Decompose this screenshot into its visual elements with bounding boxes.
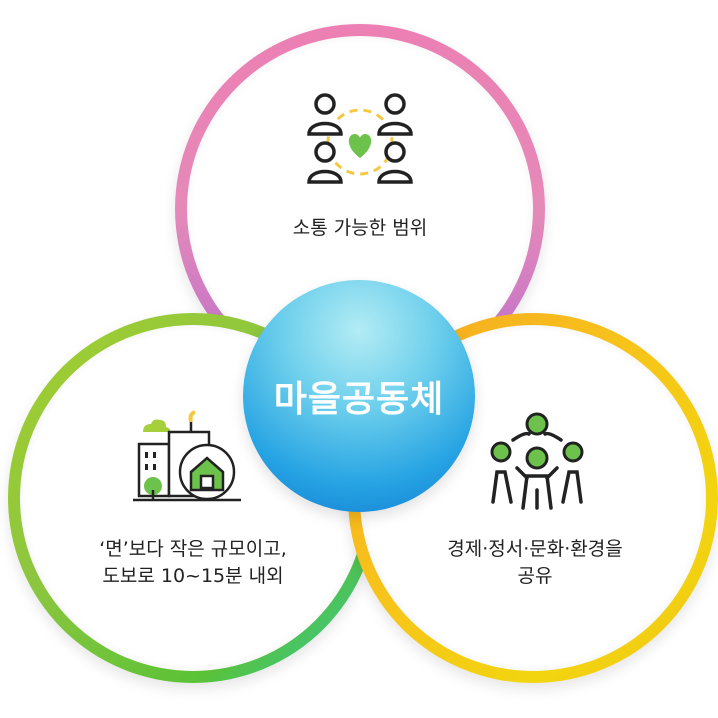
center-circle-village-community: 마을공동체 bbox=[243, 280, 475, 512]
label-scale: ‘면’보다 작은 규모이고, 도보로 10~15분 내외 bbox=[48, 536, 338, 590]
center-title: 마을공동체 bbox=[273, 379, 445, 420]
community-group-icon bbox=[490, 412, 584, 510]
label-scale-line1: ‘면’보다 작은 규모이고, bbox=[99, 538, 287, 560]
label-scale-line2: 도보로 10~15분 내외 bbox=[102, 565, 284, 587]
label-sharing-line1: 경제·정서·문화·환경을 bbox=[447, 538, 623, 560]
label-sharing: 경제·정서·문화·환경을 공유 bbox=[400, 536, 670, 590]
village-house-icon bbox=[133, 410, 241, 502]
people-heart-icon bbox=[307, 93, 413, 184]
label-communication-range: 소통 가능한 범위 bbox=[292, 217, 428, 239]
label-sharing-line2: 공유 bbox=[517, 565, 553, 587]
